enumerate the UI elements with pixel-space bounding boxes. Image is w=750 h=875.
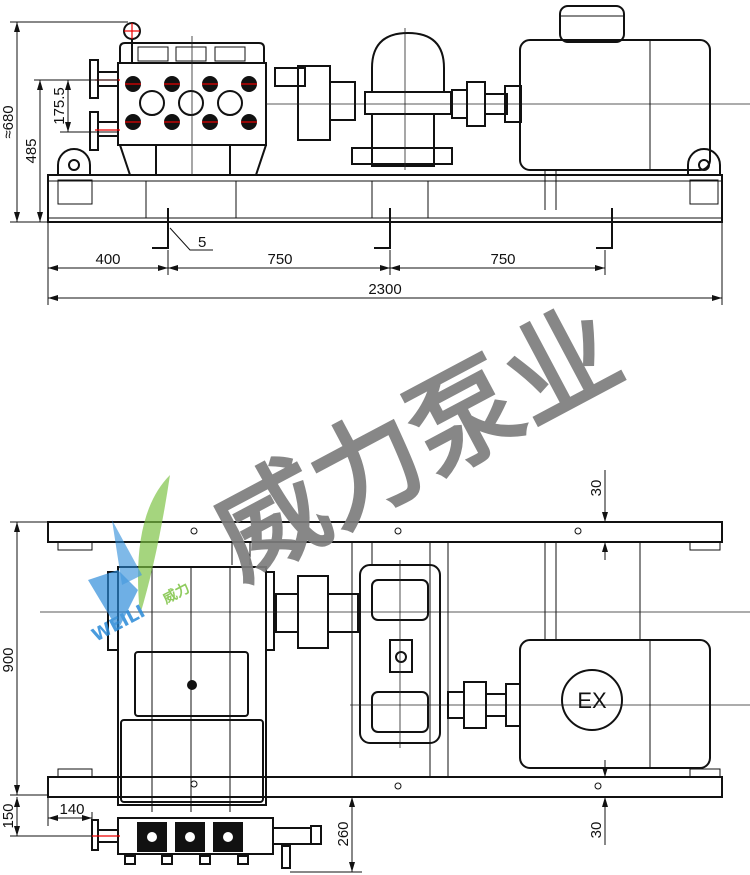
lifting-lug [57,148,91,175]
anchor-bolt [152,208,613,249]
motor [519,5,711,210]
plan-view: EX 900 150 140 260 30 30 [0,470,750,873]
ex-label: EX [577,688,607,713]
elevation-dimensions: ≈680 485 175.5 5 400 750 750 2300 [0,21,723,305]
dim-140: 140 [59,801,84,818]
junction-box [559,5,625,43]
weili-logo: WEILI 威力 [88,475,193,646]
watermark-text: 威力泵业 [192,283,641,603]
dim-seg-2: 750 [267,251,292,268]
elevation-view: ≈680 485 175.5 5 400 750 750 2300 [0,5,750,305]
plan-dimensions: 900 150 140 260 30 30 [0,470,608,873]
dim-seg-3: 750 [490,251,515,268]
dim-margin-bottom: 30 [588,822,605,839]
pump-body [89,22,267,176]
gearbox-plan [359,560,441,748]
dim-260: 260 [335,821,352,846]
dim-length-total: 2300 [368,281,401,298]
dim-width: 900 [0,647,17,672]
callout-bolt: 5 [198,234,206,251]
gearbox [351,28,453,170]
logo-chinese: 威力 [160,579,193,607]
dim-150: 150 [0,803,17,828]
dim-height-total: ≈680 [0,105,17,138]
frame-rail-bottom [47,776,723,798]
dim-seg-1: 400 [95,251,120,268]
dim-height-axis: 485 [23,138,40,163]
dim-margin-top: 30 [588,480,605,497]
lifting-lug [687,148,721,175]
dim-port-spacing: 175.5 [51,87,68,125]
motor-plan: EX [519,639,711,769]
frame-rail-top [47,521,723,543]
ex-mark [561,669,623,731]
base-frame [47,174,723,223]
pump-plan [91,566,322,869]
